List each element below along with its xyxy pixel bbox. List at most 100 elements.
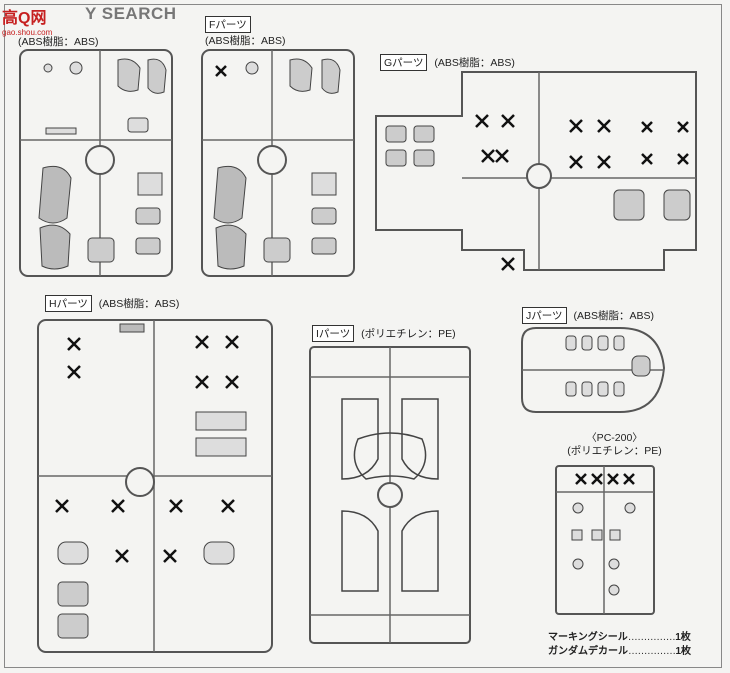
logo-text: 高Q网 (2, 10, 47, 27)
sprue-g-part (413, 149, 435, 167)
sprue-i-part (401, 398, 439, 480)
sprue-f-material: (ABS樹脂：ABS) (205, 35, 286, 47)
sprue-e-part (43, 63, 53, 73)
remove-mark-icon (221, 499, 235, 513)
sprue-pc200-part (572, 502, 584, 514)
sprue-g-tag: Gパーツ (380, 54, 428, 71)
remove-mark-icon (569, 119, 583, 133)
sprue-j-material: (ABS樹脂：ABS) (573, 310, 654, 322)
legend-item-name: マーキングシール (548, 632, 628, 643)
sprue-f-label: Fパーツ (ABS樹脂：ABS) (205, 16, 286, 48)
sprue-g-part (663, 189, 691, 221)
remove-mark-icon (501, 114, 515, 128)
remove-mark-icon (67, 365, 81, 379)
sprue-e-part (38, 165, 72, 224)
sprue-j-part (613, 381, 625, 397)
sprue-pc200-frame (555, 465, 655, 615)
remove-mark-icon (215, 65, 227, 77)
remove-mark-icon (575, 473, 587, 485)
sprue-g-part (613, 189, 645, 221)
sprue-i-gate-ring (377, 482, 403, 508)
sprue-i-part (341, 510, 379, 592)
sprue-j-part (565, 381, 577, 397)
sprue-g-part (385, 149, 407, 167)
remove-mark-icon (169, 499, 183, 513)
sprue-g-part (413, 125, 435, 143)
sprue-i-material: (ポリエチレン：PE) (361, 328, 456, 340)
sprue-e-part (127, 117, 149, 133)
sprue-i-diagram (309, 346, 471, 644)
sprue-h-tag: Hパーツ (45, 295, 92, 312)
remove-mark-icon (111, 499, 125, 513)
sprue-pc200-part (624, 502, 636, 514)
sprue-e-part (147, 58, 167, 94)
sprue-pc200-part (609, 529, 621, 541)
sprue-h-gate-ring (125, 467, 155, 497)
sprue-pc200-part (608, 558, 620, 570)
sprue-h-part (119, 323, 145, 333)
sprue-i-tag: Iパーツ (312, 325, 355, 342)
remove-mark-icon (163, 549, 177, 563)
legend-dots: …………… (627, 632, 676, 643)
sprue-f-frame (201, 49, 355, 277)
remove-mark-icon (623, 473, 635, 485)
remove-mark-icon (607, 473, 619, 485)
remove-mark-icon (677, 153, 689, 165)
remove-mark-icon (481, 149, 495, 163)
pc200-title: 〈PC-200〉 (586, 432, 643, 444)
sprue-i-part (401, 510, 439, 592)
sprue-f-part (215, 224, 247, 270)
sprue-h-part (195, 437, 247, 457)
sprue-f-part (213, 165, 247, 224)
sprue-g-material: (ABS樹脂：ABS) (434, 57, 515, 69)
sprue-e-part (135, 237, 161, 255)
sprue-j-part (581, 381, 593, 397)
remove-mark-icon (677, 121, 689, 133)
sprue-e-gate-ring (85, 145, 115, 175)
sprue-e-part (87, 237, 115, 263)
sprue-i-part (341, 398, 379, 480)
remove-mark-icon (591, 473, 603, 485)
sprue-h-part (57, 541, 89, 565)
sprue-f-part (311, 172, 337, 196)
sprue-f-part (311, 237, 337, 255)
remove-mark-icon (597, 119, 611, 133)
remove-mark-icon (641, 121, 653, 133)
site-logo: 高Q网 gao.shou.com (2, 4, 52, 37)
legend-row: マーキングシール……………1枚 (548, 628, 691, 643)
sprue-f-gate-ring (257, 145, 287, 175)
sprue-g-gate-ring (526, 163, 552, 189)
sprue-pc200-part (571, 529, 583, 541)
sprue-pc200-part (608, 584, 620, 596)
sprue-e-material: (ABS樹脂：ABS) (18, 36, 99, 48)
sprue-pc200-diagram (555, 465, 655, 615)
remove-mark-icon (495, 149, 509, 163)
remove-mark-icon (225, 335, 239, 349)
sprue-f-diagram (201, 49, 355, 277)
sprue-j-part (631, 355, 651, 377)
remove-mark-icon (475, 114, 489, 128)
legend-item-name: ガンダムデカール (548, 646, 628, 657)
sprue-j-label: Jパーツ (ABS樹脂：ABS) (522, 307, 654, 324)
legend-dots: …………… (628, 646, 676, 657)
sprue-pc200-part (591, 529, 603, 541)
remove-mark-icon (501, 257, 515, 271)
sprue-e-part (45, 127, 77, 135)
sprue-f-part (311, 207, 337, 225)
sprue-j-tag: Jパーツ (522, 307, 567, 324)
sprue-h-part (57, 613, 89, 639)
remove-mark-icon (55, 499, 69, 513)
remove-mark-icon (641, 153, 653, 165)
sprue-e-part (137, 172, 163, 196)
remove-mark-icon (67, 337, 81, 351)
sprue-h-part (57, 581, 89, 607)
sprue-e-frame (19, 49, 173, 277)
sprue-e-diagram (19, 49, 173, 277)
sprue-f-part (321, 58, 341, 94)
sprue-h-frame (37, 319, 273, 653)
sprue-g-label: Gパーツ (ABS樹脂：ABS) (380, 54, 515, 71)
sprue-f-tag: Fパーツ (205, 16, 251, 33)
sprue-pc200-part (572, 558, 584, 570)
sprue-e-part (69, 61, 83, 75)
